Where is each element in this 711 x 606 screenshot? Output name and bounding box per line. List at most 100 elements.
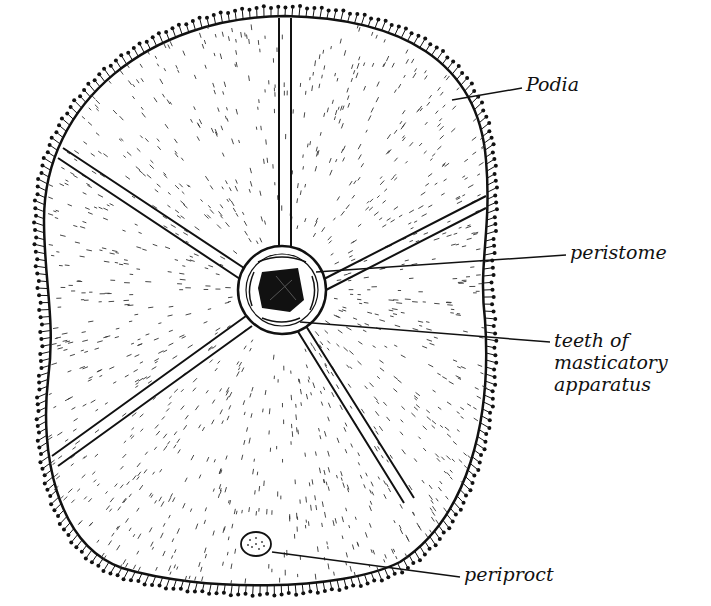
stipple-dash: [354, 572, 355, 577]
stipple-dash: [128, 80, 131, 84]
stipple-dash: [138, 472, 141, 476]
stipple-dash: [96, 100, 100, 104]
podium: [231, 585, 232, 594]
stipple-dash: [446, 496, 449, 499]
stipple-dash: [83, 404, 87, 406]
stipple-dash: [205, 554, 206, 558]
stipple-dash: [390, 455, 392, 459]
podium: [452, 67, 458, 74]
stipple-dash: [345, 423, 347, 427]
stipple-dash: [468, 185, 473, 188]
stipple-dash: [276, 446, 277, 449]
stipple-dash: [124, 282, 130, 283]
podium-tip: [179, 587, 183, 591]
podium-tip: [495, 185, 499, 189]
stipple-dash: [329, 158, 331, 163]
stipple-dash: [162, 416, 165, 419]
stipple-dash: [383, 64, 384, 67]
stipple-dash: [324, 470, 325, 475]
stipple-dash: [234, 549, 236, 554]
stipple-dash: [321, 523, 323, 527]
stipple-dash: [70, 354, 75, 356]
podium-tip: [483, 440, 487, 444]
podium: [242, 10, 244, 19]
podium-tip: [487, 426, 491, 430]
stipple-dash: [71, 500, 74, 503]
stipple-dash: [431, 500, 433, 503]
stipple-dash: [420, 108, 422, 111]
stipple-dash: [135, 355, 140, 357]
stipple-dash: [174, 565, 175, 569]
podium-tip: [411, 561, 415, 565]
stipple-dash: [467, 225, 470, 226]
stipple-dash: [328, 403, 330, 408]
stipple-dash: [269, 408, 271, 414]
podium-tip: [72, 98, 76, 102]
stipple-dash: [227, 416, 229, 420]
stipple-dash: [447, 221, 450, 222]
part-label: teeth of masticatory apparatus: [554, 330, 704, 396]
stipple-dash: [199, 562, 200, 567]
podium-tip: [193, 589, 197, 593]
stipple-dash: [469, 286, 475, 287]
periproct-symbol: [241, 532, 271, 556]
stipple-dash: [142, 249, 146, 250]
stipple-dash: [65, 180, 68, 181]
podium-tip: [428, 42, 432, 46]
stipple-dash: [311, 343, 313, 347]
stipple-dash: [299, 379, 301, 384]
stipple-dash: [180, 201, 184, 205]
stipple-dash: [163, 551, 165, 556]
stipple-dash: [86, 250, 92, 251]
stipple-dash: [376, 431, 379, 435]
stipple-dash: [110, 204, 114, 206]
stipple-dash: [328, 486, 329, 490]
stipple-dash: [87, 185, 91, 187]
stipple-dash: [426, 329, 431, 330]
stipple-dash: [436, 520, 439, 525]
stipple-dash: [418, 291, 422, 292]
stipple-dash: [372, 491, 374, 495]
stipple-dash: [358, 224, 361, 227]
stipple-dash: [432, 421, 436, 424]
stipple-dash: [83, 192, 87, 194]
stipple-dash: [399, 215, 402, 217]
stipple-dash: [136, 268, 140, 270]
stipple-dash: [432, 506, 435, 511]
podium-tip: [48, 143, 52, 147]
stipple-dash: [392, 308, 398, 310]
podium-tip: [269, 6, 273, 10]
stipple-dash: [442, 377, 447, 379]
stipple-dash: [105, 403, 108, 405]
podium-tip: [136, 579, 140, 583]
stipple-dash: [348, 525, 350, 528]
stipple-dash: [195, 577, 196, 581]
stipple-dash: [201, 199, 203, 201]
stipple-dash: [199, 119, 201, 124]
stipple-dash: [120, 70, 123, 75]
stipple-dash: [214, 459, 215, 462]
stipple-dash: [149, 527, 152, 532]
stipple-dash: [113, 382, 116, 384]
stipple-dash: [115, 484, 118, 487]
podium-tip: [40, 467, 44, 471]
stipple-dash: [81, 299, 84, 300]
stipple-dash: [306, 365, 307, 369]
stipple-dash: [231, 524, 233, 528]
stipple-dash: [130, 435, 132, 437]
stipple-dash: [386, 56, 388, 61]
podium-tip: [287, 591, 291, 595]
stipple-dash: [322, 50, 324, 54]
stipple-dash: [69, 285, 73, 286]
stipple-dash: [68, 371, 72, 372]
podium: [75, 101, 81, 107]
stipple-dash: [228, 500, 230, 503]
stipple-dash: [65, 341, 70, 342]
stipple-dash: [343, 157, 345, 161]
stipple-dash: [194, 75, 196, 79]
podium-tip: [464, 494, 468, 498]
stipple-dash: [137, 148, 140, 151]
stipple-dash: [108, 541, 111, 546]
stipple-dash: [286, 550, 287, 556]
stipple-dash: [219, 468, 221, 473]
